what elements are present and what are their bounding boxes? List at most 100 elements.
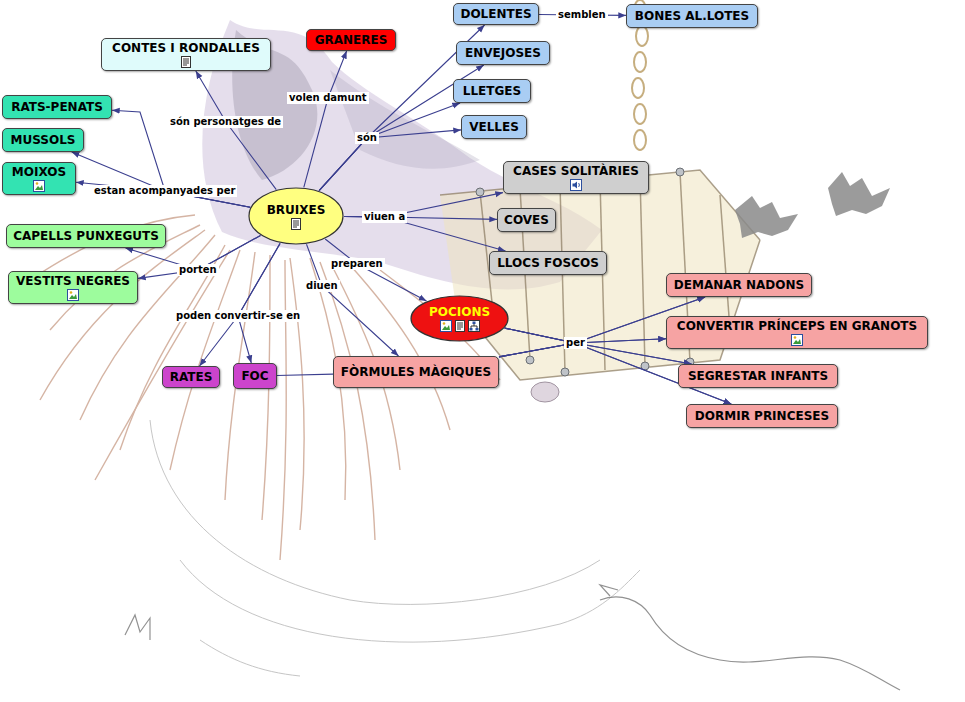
concept-label: DORMIR PRINCESES [695,409,829,423]
node-content: RATES [170,370,213,384]
concept-label: MOIXOS [12,165,66,179]
concept-label: LLETGES [463,84,521,98]
concept-box: RATES [162,366,220,388]
concept-box: MOIXOS [2,162,76,195]
concept-box: FÒRMULES MÀGIQUES [333,356,499,388]
concept-label: RATES [170,370,213,384]
concept-label: BONES AL.LOTES [635,9,749,23]
node-content: ENVEJOSES [465,46,541,60]
node-content: BONES AL.LOTES [635,9,749,23]
node-content: FOC [241,369,268,383]
concept-box: COVES [497,208,556,232]
concept-box: CONTES I RONDALLES [101,38,271,71]
linking-phrase: viuen a [362,211,407,223]
node-content: DEMANAR NADONS [674,278,804,292]
concept-label: FÒRMULES MÀGIQUES [341,365,491,379]
icon-row [179,56,193,68]
concept-box: FOC [233,363,277,389]
icon-row [66,289,80,301]
node-content: GRANERES [315,33,388,47]
concept-box: DOLENTES [453,3,539,25]
concept-box: DEMANAR NADONS [666,273,812,297]
concept-label: DOLENTES [460,7,531,21]
concept-box: RATS-PENATS [2,95,112,119]
linking-phrase: són [355,132,379,144]
concept-label: DEMANAR NADONS [674,278,804,292]
node-content: CASES SOLITÀRIES [513,164,639,191]
linking-phrase: porten [177,264,219,276]
connector-arrow [319,130,461,191]
ellipse-shape [249,188,343,244]
node-content: CONTES I RONDALLES [112,41,260,68]
concept-label: RATS-PENATS [11,100,103,114]
connector-arrow [238,243,280,363]
linking-phrase: són personatges de [168,116,283,128]
concept-box: VELLES [461,115,527,139]
connector-arrow [72,152,251,207]
resource-icon [180,56,192,68]
linking-phrase: diuen [304,280,340,292]
concept-label: MUSSOLS [11,133,76,147]
concept-box: BONES AL.LOTES [626,4,758,28]
resource-icon [67,289,79,301]
concept-label: FOC [241,369,268,383]
node-content: RATS-PENATS [11,100,103,114]
connector-arrow [307,244,399,356]
concept-box: CASES SOLITÀRIES [503,161,649,194]
node-content: DORMIR PRINCESES [695,409,829,423]
concept-ellipse: BRUIXES [248,187,344,245]
ellipse-shape [411,296,508,341]
node-content: FÒRMULES MÀGIQUES [341,365,491,379]
node-content: DOLENTES [460,7,531,21]
connector-arrow [325,239,426,301]
node-content: MOIXOS [12,165,66,192]
resource-icon [440,320,452,332]
resource-icon [33,180,45,192]
node-content: LLETGES [463,84,521,98]
node-content: SEGRESTAR INFANTS [688,369,828,383]
node-content: CAPELLS PUNXEGUTS [13,229,159,243]
concept-box: MUSSOLS [2,128,84,152]
concept-ellipse: POCIONS [410,295,509,342]
concept-label: LLOCS FOSCOS [497,256,599,270]
connector-arrow [200,243,281,366]
concept-label: COVES [504,213,549,227]
connector-arrow [499,343,692,364]
node-content: LLOCS FOSCOS [497,256,599,270]
linking-phrase: estan acompanyades per [92,185,237,197]
connector-arrow [319,103,460,191]
node-content: MUSSOLS [11,133,76,147]
resource-icon [290,218,302,230]
concept-box: LLETGES [453,79,531,103]
concept-label: CAPELLS PUNXEGUTS [13,229,159,243]
icon-row [790,334,804,346]
node-content: VESTITS NEGRES [16,274,130,301]
icon-row [289,218,303,230]
resource-icon [570,179,582,191]
node-content: VELLES [469,120,519,134]
concept-label: CONVERTIR PRÍNCEPS EN GRANOTS [677,319,917,333]
linking-phrase: preparen [329,258,385,270]
concept-label: CASES SOLITÀRIES [513,164,639,178]
concept-box: VESTITS NEGRES [8,271,138,304]
resource-icon [454,320,466,332]
node-content: POCIONS [429,305,490,332]
concept-label: GRANERES [315,33,388,47]
concept-label: SEGRESTAR INFANTS [688,369,828,383]
icon-row [569,179,583,191]
resource-icon [468,320,480,332]
resource-icon [791,334,803,346]
linking-phrase: poden convertir-se en [174,310,302,322]
icon-row [439,320,481,332]
concept-box: ENVEJOSES [456,41,550,65]
connector-arrow [76,182,250,207]
concept-box: LLOCS FOSCOS [489,251,607,275]
concept-label: CONTES I RONDALLES [112,41,260,55]
concept-label: ENVEJOSES [465,46,541,60]
concept-label: VELLES [469,120,519,134]
concept-label: VESTITS NEGRES [16,274,130,288]
linking-phrase: semblen [556,9,608,21]
connector-arrow [196,71,276,190]
connector-arrow [277,374,333,375]
